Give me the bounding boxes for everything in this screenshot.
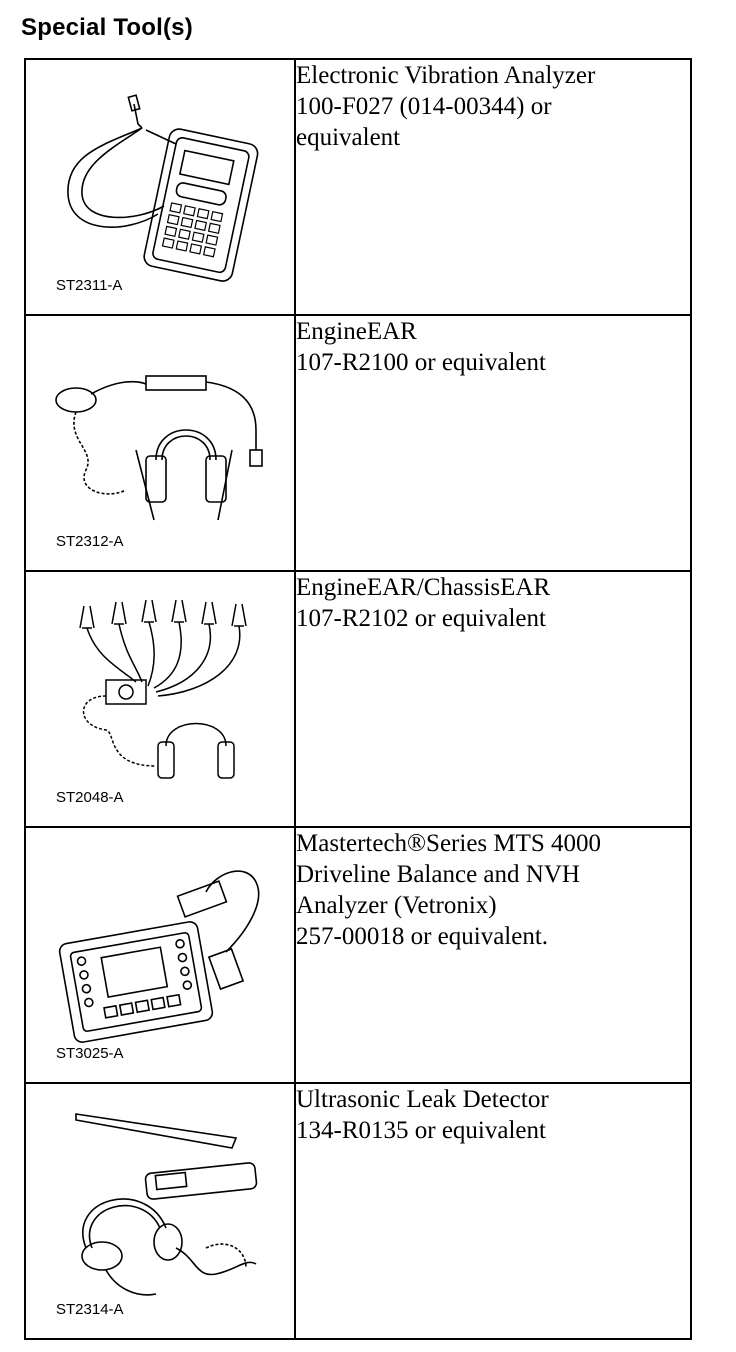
mts-4000-analyzer-icon (58, 870, 260, 1043)
tool-row: ST2312-A EngineEAR 107-R2100 or equivale… (24, 314, 692, 572)
section-heading: Special Tool(s) (21, 14, 193, 41)
tool-description-cell: EngineEAR 107-R2100 or equivalent (294, 314, 692, 572)
tool-illustration-cell: ST2311-A (24, 58, 296, 316)
tool-description-line: 257-00018 or equivalent. (296, 923, 549, 950)
tool-description-line: Driveline Balance and NVH (296, 861, 580, 888)
tool-description-cell: Ultrasonic Leak Detector 134-R0135 or eq… (294, 1082, 692, 1340)
tool-code: ST2314-A (56, 1301, 124, 1318)
tool-description-line: 107-R2100 or equivalent (296, 349, 546, 376)
tool-row: ST2311-A Electronic Vibration Analyzer 1… (24, 58, 692, 316)
tool-description-cell: Electronic Vibration Analyzer 100-F027 (… (294, 58, 692, 316)
tool-illustration-cell: ST3025-A (24, 826, 296, 1084)
engine-ear-headphones-icon (55, 375, 263, 521)
tool-description-line: 107-R2102 or equivalent (296, 605, 546, 632)
tool-description-line: equivalent (296, 124, 401, 151)
vibration-analyzer-icon (67, 94, 259, 282)
tool-code: ST2311-A (56, 277, 123, 294)
chassis-ear-clamps-icon (79, 599, 247, 779)
special-tools-table: ST2311-A Electronic Vibration Analyzer 1… (24, 58, 692, 1340)
tool-description-line: Analyzer (Vetronix) (296, 892, 497, 919)
tool-description-line: 100-F027 (014-00344) or (296, 93, 552, 120)
tool-description-line: 134-R0135 or equivalent (296, 1117, 546, 1144)
tool-description-cell: Mastertech®Series MTS 4000 Driveline Bal… (294, 826, 692, 1084)
tool-code: ST3025-A (56, 1045, 124, 1062)
tool-description-line: EngineEAR (296, 318, 417, 345)
tool-illustration-cell: ST2048-A (24, 570, 296, 828)
tool-description-line: Mastertech®Series MTS 4000 (296, 830, 602, 857)
tool-code: ST2048-A (56, 789, 124, 806)
ultrasonic-leak-detector-icon (75, 1113, 258, 1296)
tool-description-line: Electronic Vibration Analyzer (296, 62, 596, 89)
tool-row: ST3025-A Mastertech®Series MTS 4000 Driv… (24, 826, 692, 1084)
tool-code: ST2312-A (56, 533, 124, 550)
tool-description-cell: EngineEAR/ChassisEAR 107-R2102 or equiva… (294, 570, 692, 828)
tool-row: ST2314-A Ultrasonic Leak Detector 134-R0… (24, 1082, 692, 1340)
tool-illustration-cell: ST2312-A (24, 314, 296, 572)
tool-row: ST2048-A EngineEAR/ChassisEAR 107-R2102 … (24, 570, 692, 828)
tool-illustration-cell: ST2314-A (24, 1082, 296, 1340)
tool-description-line: Ultrasonic Leak Detector (296, 1086, 549, 1113)
tool-description-line: EngineEAR/ChassisEAR (296, 574, 551, 601)
